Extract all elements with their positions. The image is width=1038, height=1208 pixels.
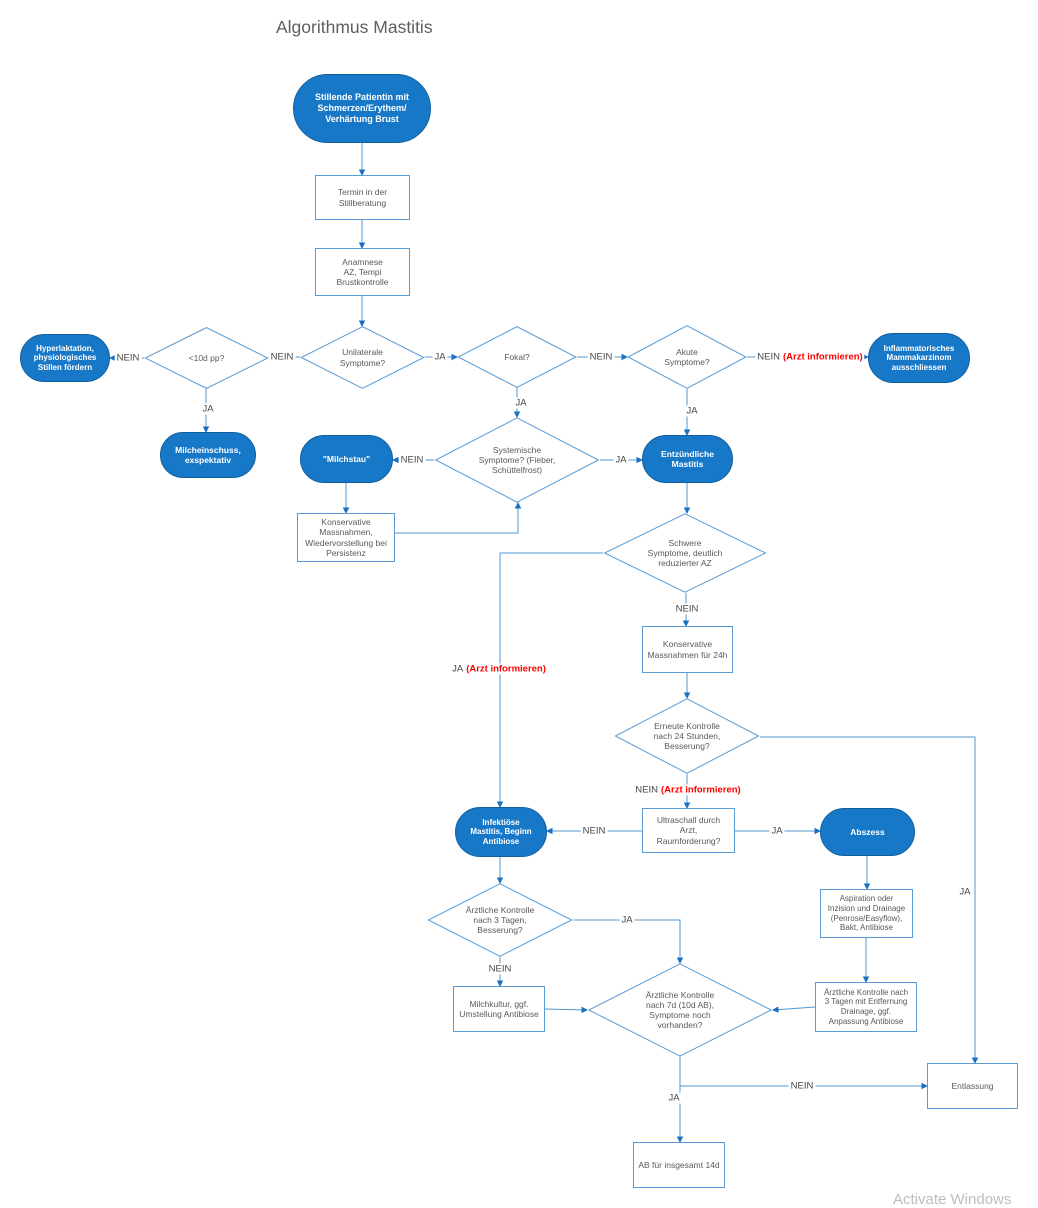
- edge-label-fokal-ja: JA: [513, 397, 529, 409]
- node-unilaterale-symptome: Unilaterale Symptome?: [300, 326, 425, 389]
- edge-label-erneute-ja: JA: [957, 886, 973, 898]
- edge-milchkultur-kontrolle7: [544, 1006, 588, 1014]
- edge-label-systemisch-nein: NEIN: [398, 454, 426, 466]
- node-start: Stillende Patientin mit Schmerzen/Erythe…: [293, 74, 431, 143]
- node-infektioese-mastitis: Infektiöse Mastitis, Beginn Antibiose: [455, 807, 547, 857]
- node-ab-14d: AB für insgesamt 14d: [633, 1142, 725, 1188]
- edge-label-ultraschall-ja: JA: [769, 825, 785, 837]
- edge-label-kontrolle3-nein: NEIN: [486, 963, 514, 975]
- node-aerztliche-kontrolle-7d: Ärztliche Kontrolle nach 7d (10d AB), Sy…: [587, 963, 773, 1057]
- edge-label-unilateral-nein: NEIN: [268, 351, 296, 363]
- node-entlassung: Entlassung: [927, 1063, 1018, 1109]
- node-kontrolle-entfernung-drainage: Ärztliche Kontrolle nach 3 Tagen mit Ent…: [815, 982, 917, 1032]
- node-konservative-massnahmen-24h: Konservative Massnahmen für 24h: [642, 626, 733, 673]
- node-systemische-symptome: Systemische Symptome? (Fieber, Schüttelf…: [434, 417, 600, 503]
- node-entzuendliche-mastitis: Entzündliche Mastitis: [642, 435, 733, 483]
- node-milchkultur: Milchkultur, ggf. Umstellung Antibiose: [453, 986, 545, 1032]
- edge-label-systemisch-ja: JA: [613, 454, 629, 466]
- node-aspiration-drainage: Aspiration oder Inzision und Drainage (P…: [820, 889, 913, 938]
- node-abszess: Abszess: [820, 808, 915, 856]
- edge-label-akute-nein-arzt: NEIN(Arzt informieren): [755, 351, 865, 363]
- node-inflammatorisches-mammakarzinom: Inflammatorisches Mammakarzinom ausschli…: [868, 333, 970, 383]
- edge-label-kontrolle7-ja: JA: [666, 1092, 682, 1104]
- node-fokal: Fokal?: [457, 326, 577, 388]
- edge-label-kontrolle7-nein: NEIN: [788, 1080, 816, 1092]
- edge-schwere-infektioes: [496, 552, 603, 808]
- node-10d-pp: <10d pp?: [144, 327, 269, 389]
- node-erneute-kontrolle-24h: Erneute Kontrolle nach 24 Stunden, Besse…: [614, 698, 760, 774]
- diamond-shape: [614, 698, 760, 774]
- node-aerztliche-kontrolle-3-tage: Ärztliche Kontrolle nach 3 Tagen, Besser…: [427, 883, 573, 957]
- edge-label-kontrolle3-ja: JA: [619, 914, 635, 926]
- node-ultraschall-raumforderung: Ultraschall durch Arzt, Raumforderung?: [642, 808, 735, 853]
- edge-label-schwere-ja-arzt: JA(Arzt informieren): [450, 663, 548, 675]
- diamond-shape: [587, 963, 773, 1057]
- edge-label-pp10-nein: NEIN: [114, 352, 142, 364]
- node-termin-stillberatung: Termin in der Stillberatung: [315, 175, 410, 220]
- diamond-shape: [300, 326, 425, 389]
- node-hyperlaktation: Hyperlaktation, physiologisches Stillen …: [20, 334, 110, 382]
- node-milcheinschuss: Milcheinschuss, exspektativ: [160, 432, 256, 478]
- edge-label-unilateral-ja: JA: [432, 351, 448, 363]
- edge-drainage-kontrolle7: [772, 1006, 816, 1013]
- node-milchstau: "Milchstau": [300, 435, 393, 483]
- node-konservative-massnahmen-persistenz: Konservative Massnahmen, Wiedervorstellu…: [297, 513, 395, 562]
- node-anamnese: Anamnese AZ, Tempi Brustkontrolle: [315, 248, 410, 296]
- edge-label-ultraschall-nein: NEIN: [580, 825, 608, 837]
- edge-label-pp10-ja: JA: [200, 403, 216, 415]
- diamond-shape: [457, 326, 577, 388]
- edge-label-erneute-nein-arzt: NEIN(Arzt informieren): [633, 784, 743, 796]
- diamond-shape: [627, 325, 747, 389]
- edge-label-fokal-nein: NEIN: [587, 351, 615, 363]
- edge-label-schwere-nein: NEIN: [673, 603, 701, 615]
- edge-konservativ-systemisch: [395, 502, 522, 534]
- diamond-shape: [144, 327, 269, 389]
- node-schwere-symptome: Schwere Symptome, deutlich reduzierter A…: [603, 513, 767, 593]
- edge-label-akute-ja: JA: [684, 405, 700, 417]
- diamond-shape: [427, 883, 573, 957]
- edge-erneute-entlassung: [760, 736, 979, 1064]
- edge-kontrolle3-kontrolle7: [573, 919, 684, 964]
- diamond-shape: [603, 513, 767, 593]
- diagram-title: Algorithmus Mastitis: [276, 17, 433, 37]
- node-akute-symptome: Akute Symptome?: [627, 325, 747, 389]
